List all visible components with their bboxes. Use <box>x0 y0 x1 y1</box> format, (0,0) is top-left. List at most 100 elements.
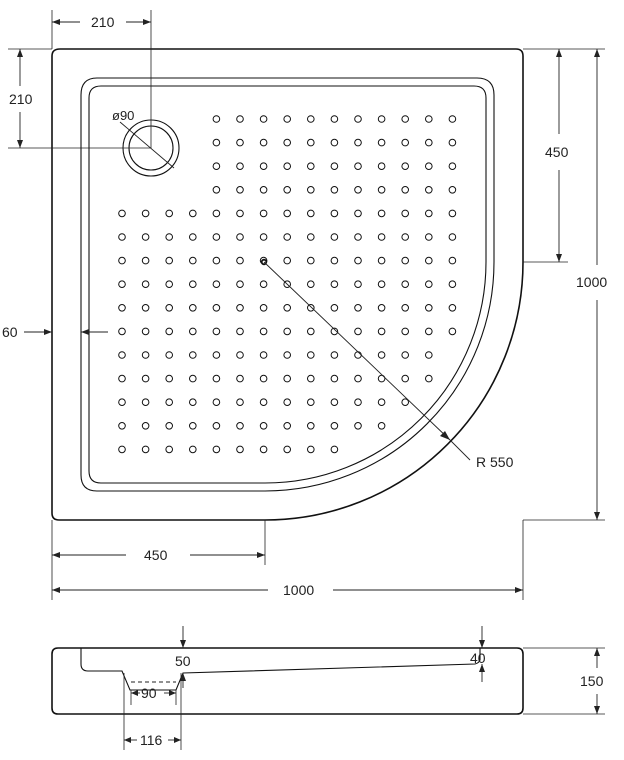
anti-slip-dot <box>425 374 433 383</box>
anti-slip-dot <box>401 256 410 265</box>
anti-slip-dot <box>236 209 244 218</box>
anti-slip-dot <box>212 398 221 407</box>
anti-slip-dot <box>448 115 457 123</box>
anti-slip-dot <box>236 398 244 407</box>
anti-slip-dot <box>118 374 126 383</box>
dim-arrow <box>515 587 523 593</box>
anti-slip-dot <box>212 327 221 336</box>
dim-arrow <box>44 329 52 335</box>
anti-slip-dot <box>307 445 315 454</box>
anti-slip-dot <box>259 186 268 194</box>
anti-slip-dot <box>330 115 339 123</box>
anti-slip-dot <box>236 374 244 383</box>
anti-slip-dot <box>330 138 339 147</box>
dim-arrow <box>180 673 186 681</box>
drain-diameter-leader <box>119 121 175 169</box>
anti-slip-dot <box>236 445 244 454</box>
anti-slip-dot <box>212 138 221 147</box>
anti-slip-dot <box>165 445 173 454</box>
anti-slip-dot <box>307 256 315 265</box>
anti-slip-dot <box>330 398 339 407</box>
dim-arrow <box>556 254 562 262</box>
anti-slip-dot <box>307 233 315 241</box>
anti-slip-dot <box>425 209 433 218</box>
anti-slip-dot <box>212 233 221 241</box>
anti-slip-dot <box>165 280 173 289</box>
anti-slip-dot <box>330 233 339 241</box>
anti-slip-dot <box>448 327 457 336</box>
anti-slip-dot <box>354 138 362 147</box>
anti-slip-dot <box>448 304 457 312</box>
anti-slip-dot <box>283 445 292 454</box>
drain-offset-x-label: 210 <box>91 14 115 30</box>
anti-slip-dot <box>236 304 244 312</box>
anti-slip-dot <box>330 445 339 454</box>
anti-slip-dot <box>212 256 221 265</box>
anti-slip-dot <box>401 304 410 312</box>
anti-slip-dot <box>448 186 457 194</box>
anti-slip-dot <box>236 351 244 359</box>
anti-slip-dot <box>401 327 410 336</box>
anti-slip-dot <box>259 209 268 218</box>
dim-arrow <box>556 49 562 57</box>
drain-inner-width-label: 90 <box>141 685 157 701</box>
dim-arrow <box>257 552 265 558</box>
anti-slip-dot <box>118 351 126 359</box>
anti-slip-dot <box>377 209 386 218</box>
anti-slip-dot <box>236 115 244 123</box>
anti-slip-dot <box>118 304 126 312</box>
anti-slip-dot <box>212 422 221 430</box>
basin-inner-edge <box>88 85 487 484</box>
anti-slip-dot <box>330 351 339 359</box>
anti-slip-dot <box>283 304 292 312</box>
anti-slip-dot <box>212 304 221 312</box>
anti-slip-dot <box>377 162 386 170</box>
tray-outer-outline <box>51 48 524 521</box>
total-height-label: 150 <box>580 673 604 689</box>
depth-at-drain-label: 50 <box>175 653 191 669</box>
side-profile-outline <box>51 647 524 715</box>
straight-vertical-label: 450 <box>545 144 569 160</box>
anti-slip-dot <box>118 327 126 336</box>
anti-slip-dot <box>354 162 362 170</box>
anti-slip-dot <box>141 280 150 289</box>
side-basin-profile <box>80 648 481 691</box>
anti-slip-dot <box>141 233 150 241</box>
anti-slip-dot <box>354 327 362 336</box>
anti-slip-dot <box>189 398 197 407</box>
anti-slip-dot <box>307 304 315 312</box>
anti-slip-dot <box>283 374 292 383</box>
anti-slip-dot <box>165 327 173 336</box>
anti-slip-dot <box>283 138 292 147</box>
straight-horizontal-label: 450 <box>144 547 168 563</box>
anti-slip-dot <box>259 327 268 336</box>
anti-slip-dot <box>283 186 292 194</box>
overall-depth-label: 1000 <box>576 274 607 290</box>
anti-slip-dot <box>283 162 292 170</box>
anti-slip-dot <box>307 115 315 123</box>
anti-slip-dot <box>377 233 386 241</box>
anti-slip-dot <box>165 233 173 241</box>
anti-slip-dot <box>283 115 292 123</box>
anti-slip-dot <box>118 209 126 218</box>
anti-slip-dot <box>141 422 150 430</box>
anti-slip-dot <box>189 304 197 312</box>
basin-outer-edge <box>80 77 495 492</box>
anti-slip-dot <box>259 162 268 170</box>
dim-arrow <box>52 19 60 25</box>
dim-arrow <box>594 512 600 520</box>
anti-slip-dot <box>377 422 386 430</box>
dim-arrow <box>52 587 60 593</box>
anti-slip-dot <box>165 422 173 430</box>
anti-slip-dot <box>259 398 268 407</box>
anti-slip-dot <box>236 422 244 430</box>
anti-slip-dot <box>236 138 244 147</box>
anti-slip-dot <box>189 256 197 265</box>
drain-offset-y-label: 210 <box>9 91 33 107</box>
anti-slip-dot <box>259 351 268 359</box>
rim-width-label: 60 <box>2 324 18 340</box>
anti-slip-dot <box>307 138 315 147</box>
anti-slip-dot <box>354 256 362 265</box>
anti-slip-dot <box>283 256 292 265</box>
anti-slip-dot <box>189 374 197 383</box>
